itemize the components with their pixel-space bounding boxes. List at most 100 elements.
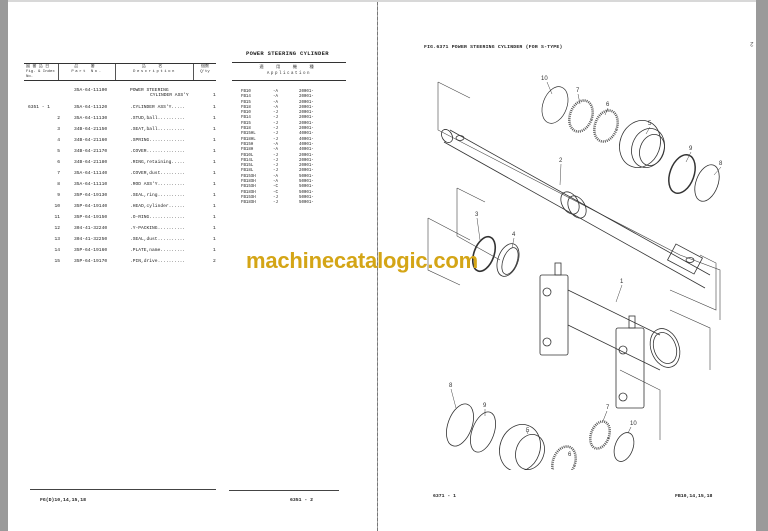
left-page (8, 2, 377, 531)
model: FB18L (241, 169, 254, 174)
header-part-no-en: Part No. (71, 70, 103, 74)
part-description: .RING,retaining..... (130, 160, 186, 165)
table-row: 15 35P-64-19170 .PIN,drive.......... 2 (28, 259, 228, 267)
type: -A (273, 90, 278, 94)
part-description: .STUD,ball.......... (130, 116, 186, 121)
footer-page-number: 6371 - 1 (433, 494, 457, 499)
serial: 20001- (299, 153, 314, 158)
type: -J (273, 158, 278, 163)
svg-text:3: 3 (475, 212, 479, 218)
part-ref: 12 (54, 226, 60, 231)
viewer-scrollbar[interactable] (756, 0, 768, 531)
type: -A (273, 180, 278, 185)
model: FB15H (241, 142, 254, 147)
header-part-no-jp: 品 番 (74, 65, 100, 69)
part-ref: 6351 - 1 (28, 105, 51, 110)
svg-text:5: 5 (648, 121, 652, 127)
part-qty: 1 (213, 171, 216, 176)
svg-text:5: 5 (526, 428, 530, 434)
serial: 40001- (299, 142, 314, 147)
serial: 20001- (299, 127, 314, 132)
table-row: 6351 - 1 35A-64-11120 .CYLINDER ASS'Y...… (28, 105, 228, 113)
leader-lines (450, 81, 722, 435)
part-qty: 1 (213, 105, 216, 110)
part-ref: 14 (54, 248, 60, 253)
right-page (378, 2, 756, 531)
part-number: 35A-64-11110 (74, 182, 108, 187)
part-description: .SEAL,ring.......... (130, 193, 186, 198)
part-number: 35A-64-11130 (74, 116, 108, 121)
model: FB14 (241, 95, 251, 100)
table-row: 11 35P-64-19150 .O-RING............. 1 (28, 215, 228, 223)
table-row: 4 34B-64-21160 .SPRING............. 1 (28, 138, 228, 146)
serial: 20001- (299, 105, 314, 110)
section-title: POWER STEERING CYLINDER (246, 50, 329, 57)
part-number: 35A-64-11120 (74, 105, 108, 110)
part-qty: 1 (213, 127, 216, 132)
type: -J (273, 111, 278, 116)
header-qty: 個数 Q'ty (194, 64, 216, 80)
application-header: 適 用 機 種 Application (232, 62, 346, 81)
part-number: 34B-64-21150 (74, 127, 108, 132)
serial: 40001- (299, 132, 314, 137)
serial: 50001- (299, 190, 314, 195)
part-ref: 11 (54, 215, 60, 220)
part-description-cont: CYLINDER ASS'Y (150, 93, 189, 98)
type: -J (273, 201, 278, 206)
part-qty: 1 (213, 215, 216, 220)
serial: 20001- (299, 111, 314, 116)
part-qty: 1 (213, 182, 216, 187)
table-row: 12 304-41-32240 .Y-PACKING.......... 1 (28, 226, 228, 234)
part-qty: 1 (213, 93, 216, 98)
type: -J (273, 195, 278, 200)
table-row: 2 35A-64-11130 .STUD,ball.......... 1 (28, 116, 228, 124)
part-ref: 3 (57, 127, 60, 132)
type: -A (273, 105, 278, 110)
type: -J (273, 164, 278, 169)
model: FB18H (241, 148, 254, 153)
page-spread-divider (377, 2, 378, 531)
svg-text:8: 8 (719, 161, 723, 167)
svg-text:4: 4 (512, 232, 516, 238)
part-number: 35P-64-19130 (74, 193, 108, 198)
part-description: .O-RING............. (130, 215, 186, 220)
lower-exploded-parts (446, 403, 577, 470)
serial: 20001- (299, 169, 314, 174)
table-row: 10 35P-64-19140 .HEAD,cylinder...... 1 (28, 204, 228, 212)
footer-page-number: 6351 - 2 (290, 498, 314, 503)
type: -J (273, 137, 278, 142)
part-number: 304-41-32250 (74, 237, 108, 242)
header-part-no: 品 番 Part No. (59, 64, 116, 80)
model: FB10 (241, 111, 251, 116)
viewer-left-margin (0, 0, 8, 531)
serial: 20001- (299, 90, 314, 94)
type: -A (273, 95, 278, 100)
figure-title: FIG.6371 POWER STEERING CYLINDER (FOR S-… (424, 45, 563, 50)
part-description: POWER STEERING (130, 88, 169, 93)
serial: 40001- (299, 137, 314, 142)
middle-exploded-parts (471, 235, 520, 277)
header-description-en: Description (133, 70, 176, 74)
type: -C (273, 185, 278, 190)
part-number: 35P-64-19170 (74, 259, 108, 264)
model: FB10 (241, 90, 251, 94)
table-row: 35A-64-11100 POWER STEERING CYLINDER ASS… (28, 88, 228, 98)
upper-exploded-parts (541, 86, 720, 202)
model: FB15 (241, 100, 251, 105)
model: FB15 (241, 121, 251, 126)
callout-labels: 10 7 6 5 9 8 2 3 4 1 1 8 9 5 6 7 10 (449, 76, 723, 458)
part-number: 35P-64-19150 (74, 215, 108, 220)
part-qty: 1 (213, 160, 216, 165)
model: FB14L (241, 158, 254, 163)
part-description: .SPRING............. (130, 138, 186, 143)
svg-text:2: 2 (559, 158, 563, 164)
